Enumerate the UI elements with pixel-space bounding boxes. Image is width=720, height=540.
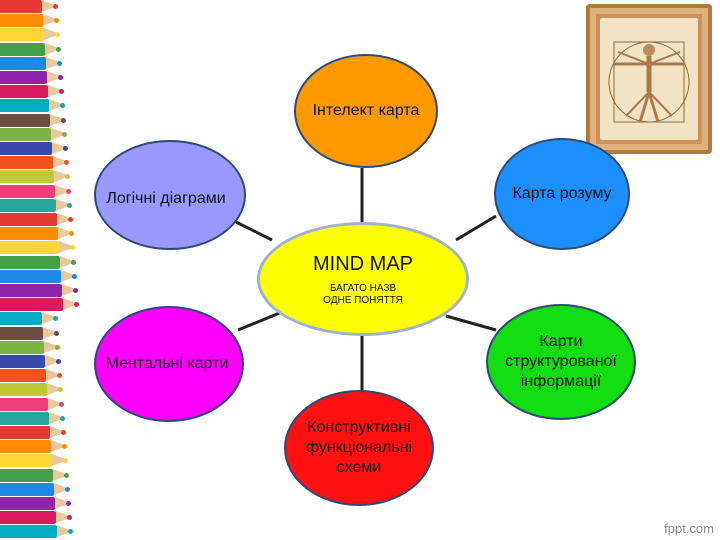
pencil — [0, 213, 73, 226]
pencil — [0, 142, 68, 155]
pencil — [0, 198, 72, 212]
center-subtitle-2: ОДНЕ ПОНЯТТЯ — [323, 294, 403, 306]
pencil — [0, 340, 60, 354]
pencil — [0, 170, 70, 184]
node-top-right-mind: Карта розуму — [494, 138, 630, 250]
pencil — [0, 511, 72, 525]
pencil — [0, 298, 79, 312]
vitruvian-man-picture — [586, 4, 712, 154]
pencil — [0, 440, 67, 454]
connector-top-left — [235, 220, 273, 242]
pencil — [0, 312, 58, 326]
vitruvian-figure-icon — [608, 41, 690, 123]
node-top-left-logic: Логічні діаграми — [94, 140, 246, 250]
connector-bottom-left — [237, 310, 283, 332]
node-top-intelekt: Інтелект карта — [294, 54, 438, 168]
node-bottom-left-mental: Ментальні карти — [94, 306, 244, 422]
pencil — [0, 113, 66, 127]
pencil — [0, 127, 67, 141]
pencil — [0, 326, 59, 340]
pencil — [0, 0, 58, 13]
pencil — [0, 255, 76, 269]
pencil — [0, 14, 59, 28]
pencil — [0, 383, 63, 397]
connector-top-right — [455, 214, 497, 242]
pencil — [0, 411, 65, 425]
pencil — [0, 482, 70, 496]
pencil — [0, 227, 74, 241]
watermark-text: fppt.com — [664, 521, 714, 536]
node-bottom-constructive: Конструктивні функціональні схеми — [284, 390, 434, 506]
pencil — [0, 468, 69, 482]
pencil — [0, 284, 78, 297]
pencil — [0, 184, 71, 198]
pencil — [0, 269, 77, 283]
pencil — [0, 85, 64, 99]
pencil — [0, 71, 63, 84]
pencil — [0, 454, 68, 468]
pencil — [0, 397, 64, 411]
pencil — [0, 28, 60, 42]
pencil — [0, 497, 71, 510]
pencil — [0, 99, 65, 113]
connector-bottom-right — [445, 314, 497, 332]
pencil-border — [0, 0, 92, 540]
node-bottom-right-structured: Карти структурованої інформації — [486, 304, 636, 420]
pencil — [0, 241, 75, 255]
node-center-mind-map: MIND MAP БАГАТО НАЗВ ОДНЕ ПОНЯТТЯ — [257, 222, 469, 336]
pencil — [0, 156, 69, 170]
pencil — [0, 56, 62, 70]
pencil — [0, 525, 73, 539]
pencil — [0, 426, 66, 439]
pencil — [0, 369, 62, 383]
pencil — [0, 355, 61, 368]
center-subtitle-1: БАГАТО НАЗВ — [329, 282, 397, 294]
center-title: MIND MAP — [313, 252, 413, 275]
pencil — [0, 42, 61, 56]
